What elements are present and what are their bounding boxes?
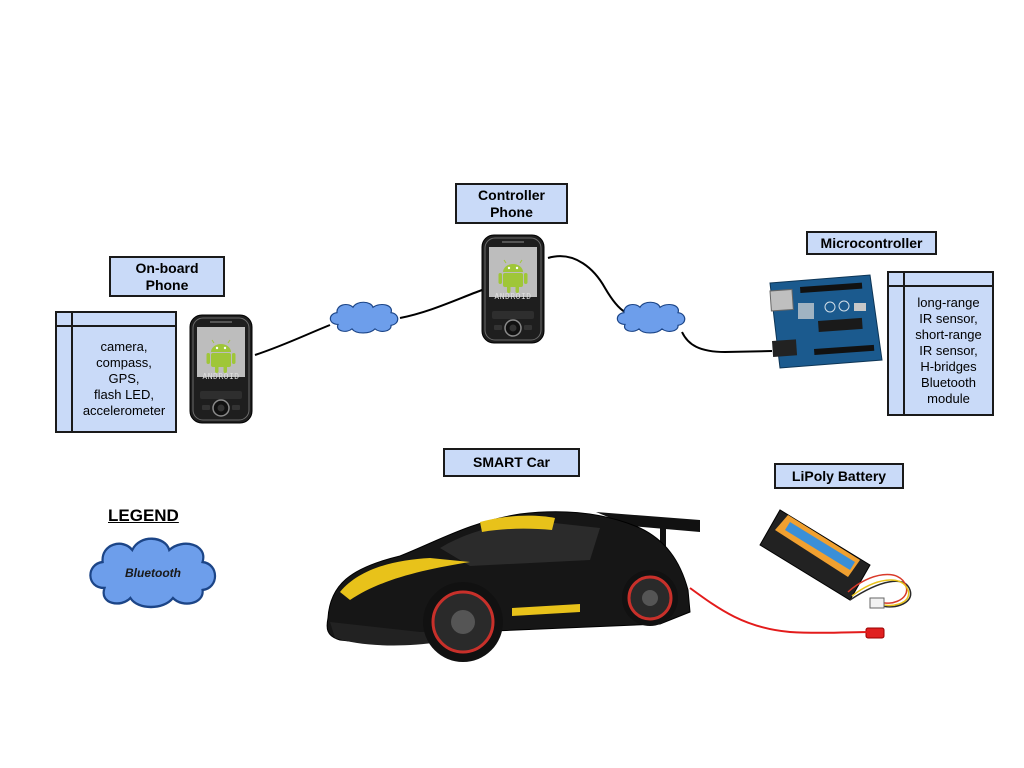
smart-car-image [326, 511, 700, 662]
feature-item: flash LED, [94, 387, 154, 402]
link-cloud-to-microcontroller [681, 331, 773, 354]
feature-item: long-range [917, 294, 980, 310]
feature-item: short-range [915, 326, 982, 342]
link-onboard-to-cloud [254, 324, 331, 356]
lipoly-battery-image [759, 509, 912, 639]
onboard-phone-features-box: camera, compass, GPS, flash LED, acceler… [55, 311, 177, 433]
microcontroller-features-box: long-range IR sensor, short-range IR sen… [887, 271, 994, 416]
list-box-rule [57, 325, 175, 327]
feature-item: Bluetooth [921, 374, 976, 390]
list-box-rule [889, 285, 992, 287]
bluetooth-cloud-right [616, 301, 686, 334]
legend-title: LEGEND [108, 506, 179, 525]
microcontroller-title: Microcontroller [806, 231, 937, 255]
controller-phone-title: Controller Phone [455, 183, 568, 224]
feature-item: IR sensor, [919, 342, 978, 358]
feature-item: IR sensor, [919, 310, 978, 326]
arduino-board-image [769, 274, 883, 369]
feature-item: compass, [96, 355, 152, 370]
onboard-phone-screen-text: ANDROID [202, 372, 240, 381]
bluetooth-cloud-left [329, 301, 399, 334]
feature-item: GPS, [108, 371, 140, 386]
onboard-phone-image [189, 314, 253, 424]
feature-item: module [927, 390, 970, 406]
lipoly-battery-title: LiPoly Battery [774, 463, 904, 489]
link-cloud-to-controller [399, 289, 483, 319]
controller-phone-screen-text: ANDROID [494, 292, 532, 301]
link-controller-to-cloud [547, 255, 626, 313]
feature-item: H-bridges [920, 358, 977, 374]
controller-phone-image [481, 234, 545, 344]
battery-power-wire [689, 587, 871, 634]
feature-item: camera, [100, 339, 148, 354]
feature-item: accelerometer [82, 403, 166, 418]
onboard-phone-title: On-board Phone [109, 256, 225, 297]
microcontroller-features: long-range IR sensor, short-range IR sen… [905, 287, 992, 414]
list-box-rule [71, 313, 73, 431]
list-box-rule [903, 273, 905, 414]
onboard-phone-features: camera, compass, GPS, flash LED, acceler… [73, 327, 175, 431]
smart-car-title: SMART Car [443, 448, 580, 477]
legend-bluetooth-label: Bluetooth [125, 566, 181, 580]
